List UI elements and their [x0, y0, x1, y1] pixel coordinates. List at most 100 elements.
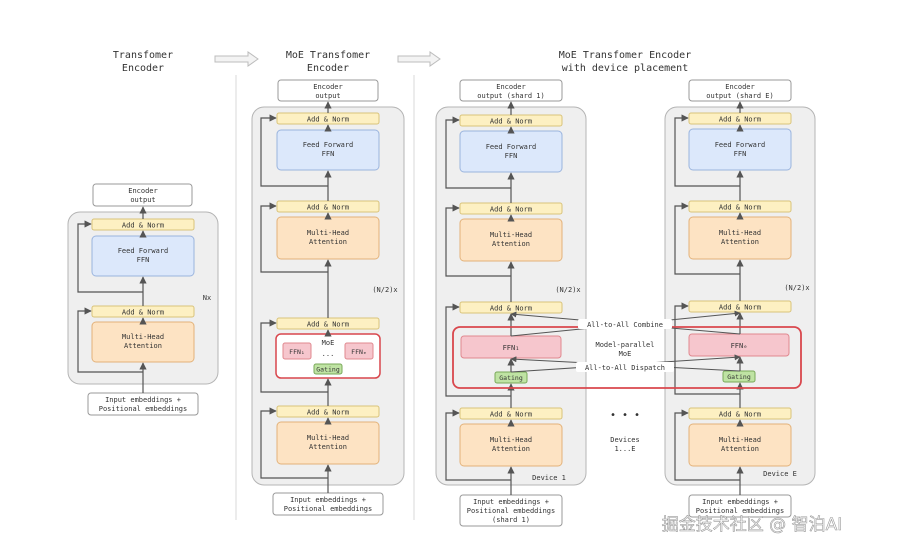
input-shard-line3: (shard 1): [492, 516, 530, 524]
ffn-label-line2: FFN: [505, 152, 518, 160]
add-norm-box: Add & Norm: [276, 405, 380, 418]
add-norm-label: Add & Norm: [307, 116, 349, 124]
feed-forward-box: Feed Forward FFN: [91, 235, 195, 277]
add-norm-label: Add & Norm: [490, 206, 532, 214]
feed-forward-box: Feed Forward FFN: [688, 128, 792, 171]
encoder-output-line2: output: [130, 196, 155, 204]
encoder-output-line1: Encoder: [313, 83, 343, 91]
expert-ffn-e-label: FFNₑ: [351, 348, 367, 356]
feed-forward-box: Feed Forward FFN: [459, 130, 563, 173]
connector-lines: [674, 101, 744, 495]
device-1-label: Device 1: [532, 474, 566, 482]
input-embeddings-line1: Input embeddings +: [105, 396, 181, 404]
device-e-label: Device E: [763, 470, 797, 478]
add-norm-label: Add & Norm: [307, 409, 349, 417]
feed-forward-box: Feed Forward FFN: [276, 129, 380, 171]
add-norm-label: Add & Norm: [122, 309, 164, 317]
multi-head-attention-box: Multi-Head Attention: [688, 216, 792, 260]
add-norm-label: Add & Norm: [307, 204, 349, 212]
add-norm-box: Add & Norm: [688, 407, 792, 420]
multi-head-attention-box: Multi-Head Attention: [459, 423, 563, 467]
gating-box: Gating: [313, 363, 343, 375]
devices-dots: • • •: [610, 410, 640, 421]
input-embeddings-box: Input embeddings + Positional embeddings: [688, 494, 792, 518]
input-shard-line1: Input embeddings +: [473, 498, 549, 506]
input-embeddings-box: Input embeddings + Positional embeddings: [272, 492, 384, 516]
mha-label-line1: Multi-Head: [307, 434, 349, 442]
connector-lines: [77, 206, 147, 393]
transition-arrow-icon: [214, 51, 259, 67]
expert-ffn-1: FFN₁: [282, 342, 312, 360]
mha-label-line1: Multi-Head: [307, 229, 349, 237]
add-norm-label: Add & Norm: [719, 304, 761, 312]
mha-label-line2: Attention: [492, 240, 530, 248]
mha-label-line2: Attention: [309, 443, 347, 451]
add-norm-box: Add & Norm: [688, 300, 792, 313]
encoder-output-line1: Encoder: [128, 187, 158, 195]
repeat-n2x-label: (N/2)x: [372, 286, 397, 294]
repeat-n2x-label: (N/2)x: [555, 286, 580, 294]
multi-head-attention-box: Multi-Head Attention: [276, 421, 380, 465]
placement-title-line1: MoE Transfomer Encoder: [559, 50, 691, 61]
devices-label-line1: Devices: [610, 436, 640, 444]
add-norm-box: Add & Norm: [459, 407, 563, 420]
ffn-label-line2: FFN: [734, 150, 747, 158]
devices-label-line2: 1...E: [614, 445, 635, 453]
moe-label: MoE: [322, 339, 335, 347]
add-norm-box: Add & Norm: [459, 114, 563, 127]
mha-label-line2: Attention: [124, 342, 162, 350]
connector-lines: [445, 101, 515, 495]
placement-title-line2: with device placement: [562, 63, 688, 74]
add-norm-box: Add & Norm: [688, 200, 792, 213]
input-embeddings-line1: Input embeddings +: [290, 496, 366, 504]
repeat-n2x-label: (N/2)x: [784, 284, 809, 292]
experts-ellipsis: ...: [322, 350, 335, 358]
output-shard-e-line2: output (shard E): [706, 92, 773, 100]
expert-ffn-e: FFNₑ: [688, 333, 790, 357]
all-to-all-dispatch-tag: All-to-All Dispatch: [576, 362, 674, 372]
mha-label-line2: Attention: [721, 238, 759, 246]
add-norm-box: Add & Norm: [688, 112, 792, 125]
expert-ffn-1: FFN₁: [460, 335, 562, 359]
add-norm-label: Add & Norm: [307, 321, 349, 329]
add-norm-label: Add & Norm: [122, 222, 164, 230]
transformer-title-line1: Transfomer: [113, 50, 173, 61]
all-to-all-combine-tag: All-to-All Combine: [578, 319, 672, 329]
ffn-label-line1: Feed Forward: [118, 247, 169, 255]
all-to-all-combine-label: All-to-All Combine: [587, 321, 663, 329]
add-norm-box: Add & Norm: [91, 218, 195, 231]
input-shard-line2: Positional embeddings: [467, 507, 556, 515]
expert-ffn-e-label: FFNₑ: [731, 342, 748, 350]
output-shard-1-line1: Encoder: [496, 83, 526, 91]
add-norm-box: Add & Norm: [459, 202, 563, 215]
expert-ffn-1-label: FFN₁: [289, 348, 305, 356]
moe-title-line1: MoE Transfomer: [286, 50, 370, 61]
add-norm-box: Add & Norm: [276, 112, 380, 125]
input-embeddings-shard-box: Input embeddings + Positional embeddings…: [459, 494, 563, 527]
mha-label-line1: Multi-Head: [490, 231, 532, 239]
moe-title-line2: Encoder: [307, 63, 349, 74]
add-norm-box: Add & Norm: [276, 317, 380, 330]
multi-head-attention-box: Multi-Head Attention: [688, 423, 792, 467]
input-embeddings-line1: Input embeddings +: [702, 498, 778, 506]
multi-head-attention-box: Multi-Head Attention: [91, 321, 195, 363]
expert-ffn-1-label: FFN₁: [503, 344, 520, 352]
ffn-label-line2: FFN: [322, 150, 335, 158]
mha-label-line2: Attention: [721, 445, 759, 453]
encoder-output-line2: output: [315, 92, 340, 100]
gating-label: Gating: [316, 366, 340, 374]
add-norm-label: Add & Norm: [490, 118, 532, 126]
all-to-all-dispatch-label: All-to-All Dispatch: [585, 364, 665, 372]
watermark-text: 掘金技术社区 @ 智泊AI: [662, 515, 842, 535]
ffn-label-line1: Feed Forward: [303, 141, 354, 149]
multi-head-attention-box: Multi-Head Attention: [276, 216, 380, 260]
encoder-output-shard-e-box: Encoder output (shard E): [688, 79, 792, 102]
gating-box: Gating: [494, 371, 528, 384]
encoder-output-box: Encoder output: [92, 183, 193, 207]
mha-label-line2: Attention: [492, 445, 530, 453]
add-norm-label: Add & Norm: [719, 204, 761, 212]
mha-label-line1: Multi-Head: [719, 229, 761, 237]
encoder-output-box: Encoder output: [277, 79, 379, 102]
add-norm-label: Add & Norm: [490, 411, 532, 419]
